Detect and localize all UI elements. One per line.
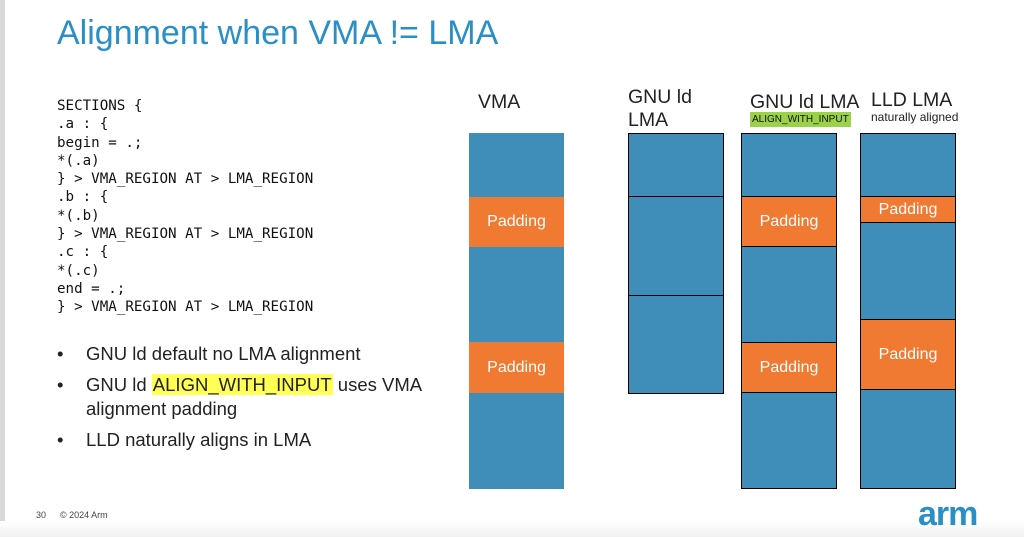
- lld-heading: LLD LMA: [871, 89, 953, 111]
- lld-padding-1: Padding: [860, 197, 956, 223]
- section-divider: [741, 246, 837, 247]
- code-line: SECTIONS {: [57, 98, 143, 114]
- align-with-input-tag: ALIGN_WITH_INPUT: [750, 112, 851, 127]
- gnu-align-section-a: [741, 133, 837, 197]
- lld-section-a: [860, 133, 956, 197]
- vma-section-c: [469, 393, 564, 489]
- slide-footer: 30 © 2024 Arm: [36, 510, 108, 520]
- code-line: } > VMA_REGION AT > LMA_REGION: [57, 226, 314, 243]
- gnu-ld-heading-line1: GNU ld: [628, 86, 692, 108]
- gnu-align-section-c: [741, 393, 837, 489]
- code-line: } > VMA_REGION AT > LMA_REGION: [57, 171, 314, 188]
- code-line: end = .;: [57, 280, 126, 297]
- bullet-text: GNU ld: [86, 374, 152, 395]
- bullet-item: GNU ld ALIGN_WITH_INPUT uses VMA alignme…: [57, 373, 466, 421]
- vma-padding-1: Padding: [469, 197, 564, 247]
- lld-padding-2: Padding: [860, 320, 956, 390]
- section-divider: [741, 196, 837, 197]
- lld-section-c: [860, 390, 956, 489]
- gnu-ld-heading-line2: LMA: [628, 109, 669, 131]
- linker-script-code: SECTIONS { .a : { begin = .; *(.a) } > V…: [57, 97, 313, 317]
- code-line: .a : {: [57, 116, 109, 133]
- section-divider: [860, 389, 956, 390]
- gnu-align-padding-2: Padding: [741, 342, 837, 393]
- bullet-text: uses VMA alignment padding: [86, 374, 422, 419]
- vma-padding-2: Padding: [469, 342, 564, 393]
- section-divider: [860, 222, 956, 223]
- page-number: 30: [36, 510, 47, 520]
- bullet-list: GNU ld default no LMA alignment GNU ld A…: [57, 342, 466, 459]
- vma-section-b: [469, 247, 564, 342]
- gnu-ld-align-heading: GNU ld LMA: [750, 91, 860, 113]
- copyright: © 2024 Arm: [60, 510, 108, 520]
- section-divider: [628, 196, 724, 197]
- gnu-lma-sections: [628, 133, 724, 394]
- section-divider: [741, 342, 837, 343]
- lld-section-b: [860, 223, 956, 320]
- bottom-shade: [0, 521, 1024, 537]
- code-line: .b : {: [57, 189, 109, 206]
- section-divider: [860, 196, 956, 197]
- arm-logo: arm: [918, 495, 978, 533]
- vma-section-a: [469, 133, 564, 197]
- bullet-text: LLD naturally aligns in LMA: [86, 429, 312, 450]
- bullet-item: LLD naturally aligns in LMA: [57, 428, 466, 452]
- vma-heading: VMA: [478, 91, 521, 113]
- section-divider: [628, 295, 724, 296]
- gnu-align-padding-1: Padding: [741, 197, 837, 247]
- slide-edge-bar: [0, 0, 5, 537]
- code-line: *(.a): [57, 152, 100, 169]
- code-line: } > VMA_REGION AT > LMA_REGION: [57, 299, 314, 316]
- bullet-text: GNU ld default no LMA alignment: [86, 343, 361, 364]
- section-divider: [741, 392, 837, 393]
- code-line: *(.b): [57, 207, 100, 224]
- slide-title: Alignment when VMA != LMA: [57, 14, 499, 52]
- gnu-align-section-b: [741, 247, 837, 342]
- code-line: *(.c): [57, 262, 100, 279]
- highlighted-keyword: ALIGN_WITH_INPUT: [151, 374, 333, 395]
- bullet-item: GNU ld default no LMA alignment: [57, 342, 466, 366]
- code-line: begin = .;: [57, 134, 143, 151]
- section-divider: [860, 319, 956, 320]
- lld-subheading: naturally aligned: [871, 110, 959, 124]
- code-line: .c : {: [57, 244, 109, 261]
